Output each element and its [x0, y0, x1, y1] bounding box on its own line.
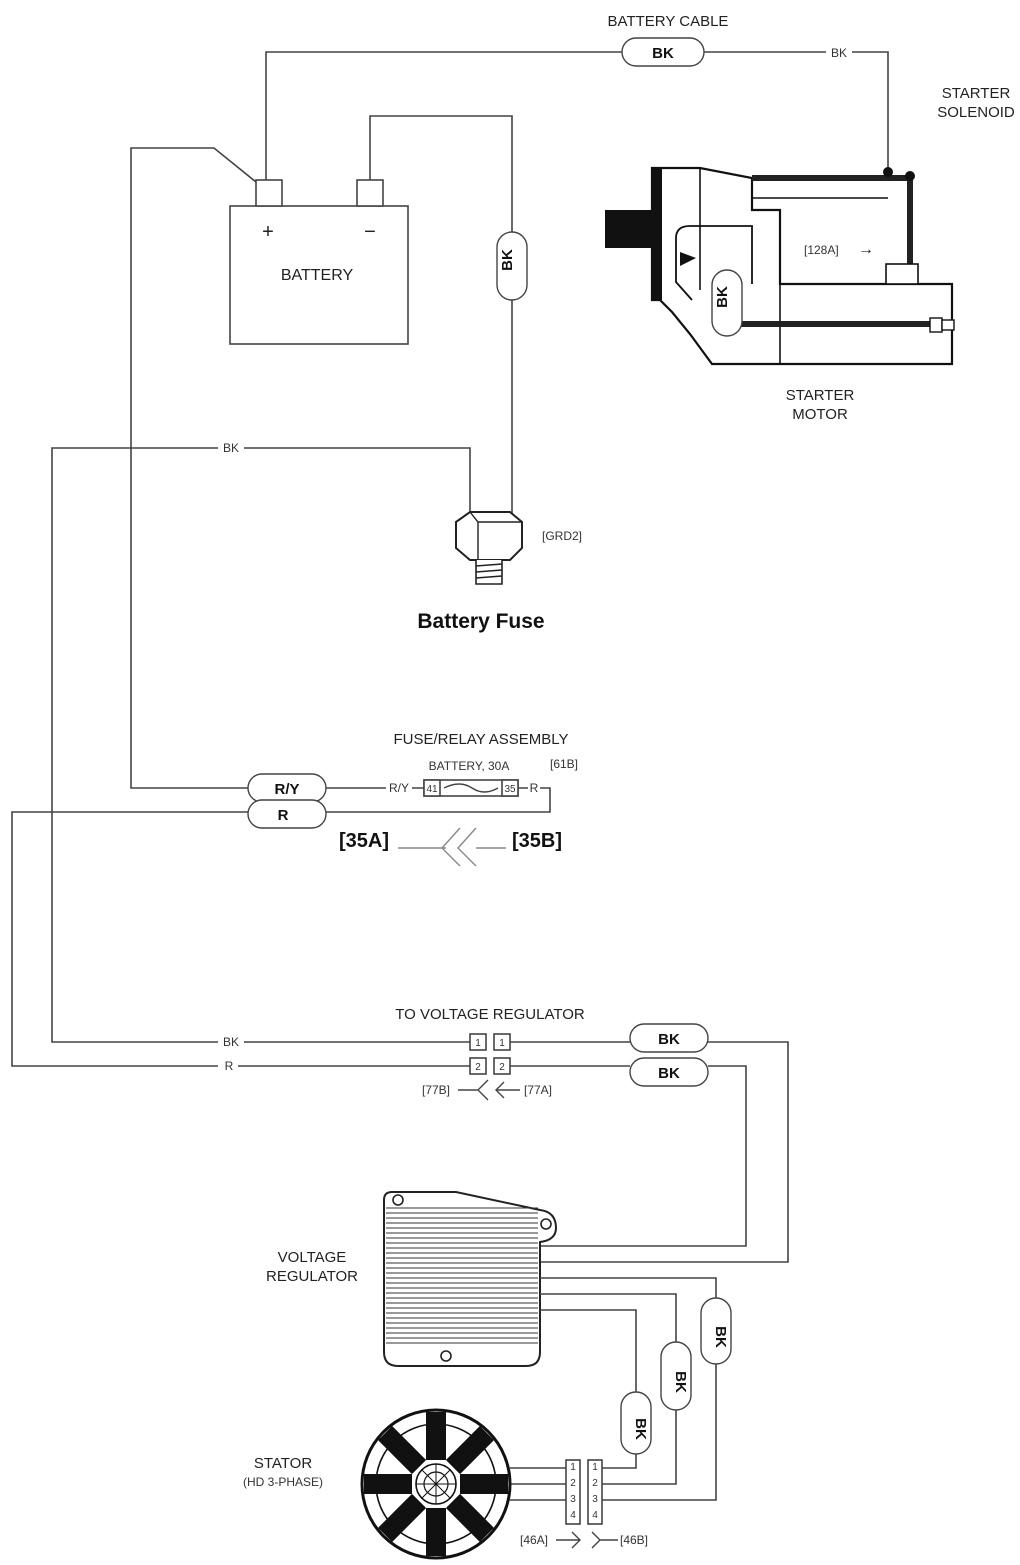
stator-wire-3 — [540, 1309, 637, 1469]
connector-77-symbol — [458, 1079, 520, 1101]
svg-text:3: 3 — [592, 1494, 598, 1505]
svg-text:1: 1 — [570, 1462, 576, 1473]
svg-text:4: 4 — [570, 1510, 576, 1521]
stator-label-1: STATOR — [254, 1455, 313, 1472]
svg-text:BK: BK — [499, 249, 516, 271]
svg-text:1: 1 — [475, 1038, 481, 1049]
conn-46b: [46B] — [620, 1533, 648, 1547]
svg-text:BK: BK — [658, 1065, 680, 1082]
stator-label-2: (HD 3-PHASE) — [243, 1475, 323, 1489]
svg-text:2: 2 — [592, 1478, 598, 1489]
svg-text:BK: BK — [652, 45, 674, 62]
conn-35b: [35B] — [512, 830, 562, 852]
conn-77b: [77B] — [422, 1083, 450, 1097]
battery-negative-pill: BK — [496, 231, 528, 301]
svg-text:BK: BK — [712, 1326, 729, 1348]
stator-leads — [510, 1467, 566, 1501]
vr-connector: 1 1 2 2 — [469, 1033, 511, 1075]
r-wire — [11, 787, 551, 1067]
voltage-regulator-label-2: REGULATOR — [266, 1268, 358, 1285]
svg-text:BK: BK — [714, 286, 731, 308]
stator-wire-2 — [540, 1293, 677, 1485]
battery-negative-wire — [369, 115, 513, 515]
svg-text:4: 4 — [592, 1510, 598, 1521]
starter-motor-label-1: STARTER — [786, 387, 855, 404]
r-wire-pill: R — [247, 799, 327, 829]
battery-plus-sign: + — [262, 221, 274, 243]
voltage-regulator — [383, 1191, 558, 1367]
ref-128a-arrow: → — [858, 241, 874, 258]
svg-text:R/Y: R/Y — [274, 781, 299, 798]
conn-77a: [77A] — [524, 1083, 552, 1097]
ry-wire-pill: R/Y — [247, 773, 327, 803]
ground-bk-wire — [51, 447, 471, 1043]
vr-bk-wire-out — [510, 1041, 789, 1263]
stator-bk-pill-1: BK — [700, 1297, 732, 1365]
ground-wire-color: BK — [223, 441, 239, 455]
battery-fuse-stud — [455, 511, 523, 585]
vr-bk-pill-1: BK — [629, 1023, 709, 1053]
vr-r-wire-out — [510, 1065, 747, 1247]
to-voltage-regulator-label: TO VOLTAGE REGULATOR — [395, 1006, 585, 1023]
starter-motor-label-2: MOTOR — [792, 406, 848, 423]
battery-positive-ry-wire — [130, 147, 424, 789]
stator-connector: 1 2 3 4 1 2 3 4 — [565, 1459, 603, 1525]
connector-35-symbol — [398, 827, 506, 867]
svg-text:R: R — [278, 807, 289, 824]
battery-minus-sign: − — [364, 221, 376, 243]
stator-bk-pill-2: BK — [660, 1341, 692, 1411]
starter-motor — [605, 166, 955, 366]
battery: + − BATTERY — [229, 179, 409, 345]
battery-fuse-label: Battery Fuse — [417, 610, 544, 633]
battery-cable-pill: BK — [621, 37, 705, 67]
fuse-relay-assembly-label: FUSE/RELAY ASSEMBLY — [393, 731, 568, 748]
svg-text:BK: BK — [658, 1031, 680, 1048]
fuse-pin-41: 41 — [426, 784, 438, 795]
battery-label: BATTERY — [281, 267, 354, 284]
battery-cable-wire-color: BK — [831, 46, 847, 60]
fuse-30a: 41 35 — [423, 779, 519, 797]
vr-r-wire-color: R — [225, 1059, 234, 1073]
svg-text:2: 2 — [499, 1062, 505, 1073]
stator — [360, 1408, 512, 1560]
vr-bk-pill-2: BK — [629, 1057, 709, 1087]
ry-wire-color: R/Y — [389, 781, 409, 795]
stator-bk-pill-3: BK — [620, 1391, 652, 1455]
starter-solenoid-label-1: STARTER — [942, 85, 1011, 102]
battery-cable-label: BATTERY CABLE — [608, 13, 729, 30]
ref-128a: [128A] — [804, 243, 839, 257]
fuse-pin-35: 35 — [504, 784, 516, 795]
battery-30a-label: BATTERY, 30A — [429, 759, 510, 773]
conn-46a: [46A] — [520, 1533, 548, 1547]
svg-text:2: 2 — [570, 1478, 576, 1489]
svg-text:BK: BK — [632, 1418, 649, 1440]
battery-cable-wire — [265, 51, 889, 182]
stator-wire-1 — [540, 1277, 717, 1501]
svg-text:1: 1 — [592, 1462, 598, 1473]
voltage-regulator-label-1: VOLTAGE — [278, 1249, 347, 1266]
svg-text:3: 3 — [570, 1494, 576, 1505]
grd2-ref: [GRD2] — [542, 529, 582, 543]
connector-46-symbol — [556, 1531, 618, 1549]
ref-61b: [61B] — [550, 757, 578, 771]
svg-text:BK: BK — [672, 1371, 689, 1393]
vr-bk-wire-color: BK — [223, 1035, 239, 1049]
conn-35a: [35A] — [339, 830, 389, 852]
svg-text:1: 1 — [499, 1038, 505, 1049]
svg-text:2: 2 — [475, 1062, 481, 1073]
starter-wire-pill: BK — [711, 269, 743, 337]
r-wire-color: R — [530, 781, 539, 795]
starter-solenoid-label-2: SOLENOID — [937, 104, 1015, 121]
